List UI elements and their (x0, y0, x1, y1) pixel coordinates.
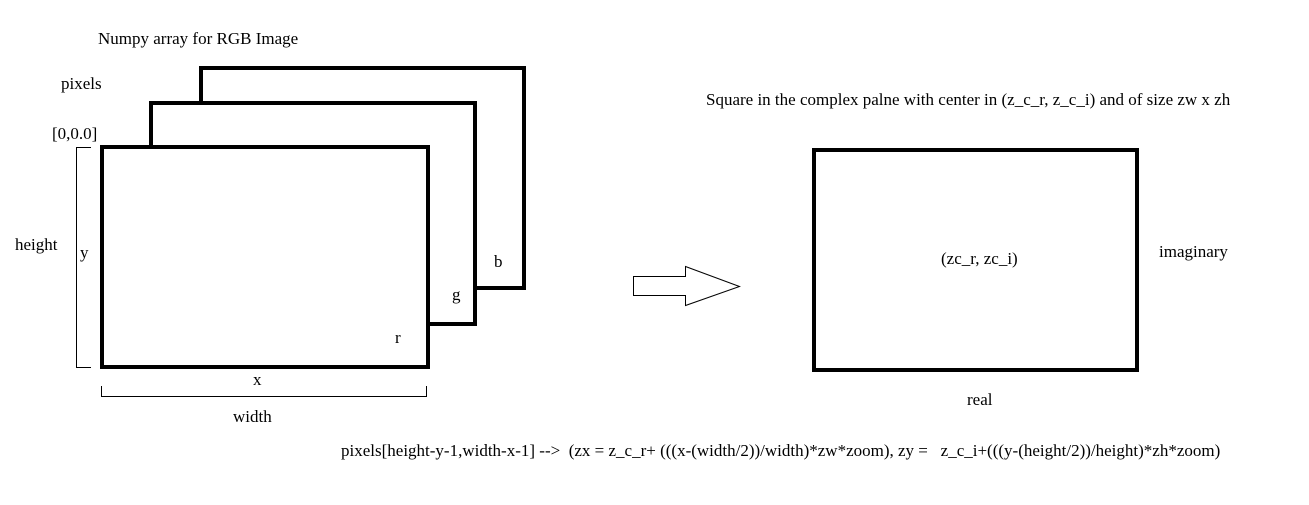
complex-plane-square (812, 148, 1139, 372)
center-label: (zc_r, zc_i) (941, 249, 1018, 268)
right-arrow-icon (633, 265, 741, 307)
width-label: width (233, 407, 272, 426)
width-bracket (101, 386, 427, 397)
origin-label: [0,0.0] (52, 124, 98, 143)
plane-title: Square in the complex palne with center … (706, 90, 1231, 109)
x-axis-label: x (253, 370, 262, 389)
channel-b-label: b (494, 252, 503, 271)
real-axis-label: real (967, 390, 993, 409)
height-label: height (15, 235, 58, 254)
imaginary-axis-label: imaginary (1159, 242, 1228, 261)
height-bracket (76, 147, 91, 368)
pixels-label: pixels (61, 74, 102, 93)
channel-r-label: r (395, 328, 401, 347)
y-axis-label: y (80, 243, 89, 262)
channel-r-frame (100, 145, 430, 369)
mapping-formula: pixels[height-y-1,width-x-1] --> (zx = z… (341, 441, 1221, 460)
array-title: Numpy array for RGB Image (98, 29, 299, 48)
channel-g-label: g (452, 285, 461, 304)
